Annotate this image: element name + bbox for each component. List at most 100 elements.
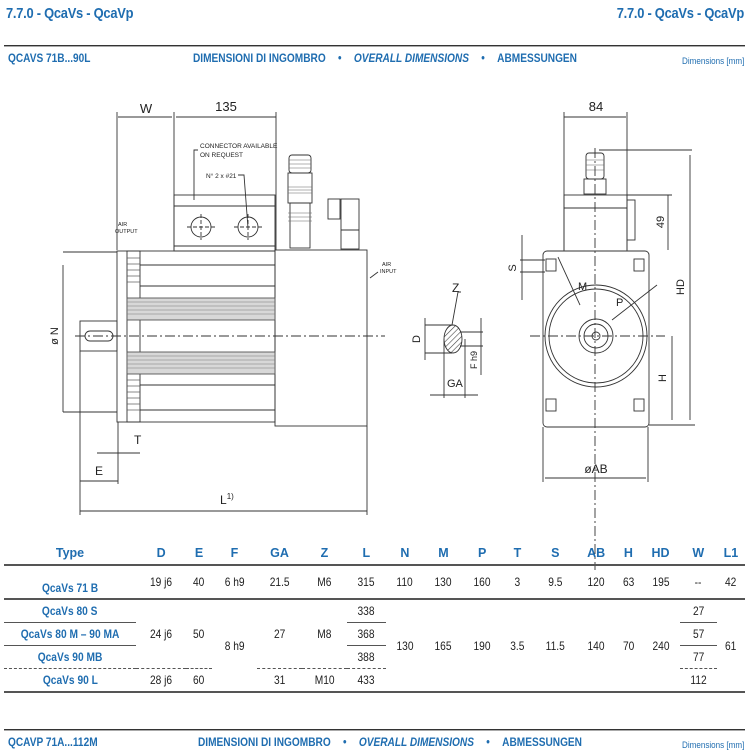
col-n: N <box>400 546 410 560</box>
col-t: T <box>513 546 522 560</box>
col-l: L <box>362 546 371 560</box>
front-view: 84 49 M P S HD H <box>507 99 695 570</box>
type-cell: QcaVs 71 B <box>41 581 99 595</box>
col-m: M <box>438 546 449 560</box>
cell-ga: 21.5 <box>269 575 290 589</box>
separator: • <box>338 53 342 65</box>
units-label: Dimensions [mm] <box>681 56 744 67</box>
dim-e-label: E <box>95 464 103 478</box>
cell-w: 77 <box>692 650 704 664</box>
cell-f: 8 h9 <box>224 638 245 653</box>
cell-h: 63 <box>622 575 635 589</box>
dim-w-label: W <box>140 101 153 116</box>
cell-t: 3 <box>514 575 521 589</box>
heading-de: ABMESSUNGEN <box>502 737 582 749</box>
page-title-left: 7.7.0 - QcaVs - QcaVp <box>6 5 134 22</box>
col-l1: L1 <box>723 546 739 560</box>
cell-p: 160 <box>473 575 491 589</box>
cell-ab: 120 <box>587 575 605 589</box>
type-cell: QcaVs 90 L <box>42 673 98 687</box>
units-label-2: Dimensions [mm] <box>681 740 744 751</box>
table-row: QcaVs 80 S 24 j6 50 8 h9 27 M8 338 130 1… <box>4 599 745 669</box>
cell-ab: 140 <box>587 638 605 653</box>
dim-ga-label: GA <box>447 378 464 390</box>
type-cell: QcaVs 80 M – 90 MA <box>20 627 120 641</box>
dim-z-label: Z <box>452 281 459 295</box>
col-d: D <box>156 546 166 560</box>
cell-h: 70 <box>622 638 635 653</box>
air-output-label: AIR <box>118 222 127 228</box>
cell-l: 433 <box>357 673 375 687</box>
heading-it: DIMENSIONI DI INGOMBRO <box>198 737 331 749</box>
separator: • <box>486 737 490 749</box>
table-row: QcaVs 80 M – 90 MA 368 57 <box>4 622 745 646</box>
heading-en: OVERALL DIMENSIONS <box>358 737 474 749</box>
cell-n: 110 <box>396 575 414 589</box>
type-cell: QcaVs 80 S <box>42 604 98 618</box>
col-p: P <box>477 546 487 560</box>
cell-e: 50 <box>193 627 205 641</box>
cell-m: 165 <box>434 638 453 653</box>
cell-z: M6 <box>317 575 332 589</box>
type-cell: QcaVs 90 MB <box>37 650 103 664</box>
cell-p: 190 <box>473 638 491 653</box>
connector-note-2: ON REQUEST <box>200 152 243 159</box>
dim-hd-label: HD <box>675 279 687 295</box>
cell-f: 6 h9 <box>224 575 245 589</box>
table-row: QcaVs 71 B 19 j6 40 6 h9 21.5 M6 315 110… <box>4 565 745 599</box>
cell-d: 24 j6 <box>150 627 173 641</box>
cell-s: 11.5 <box>545 638 565 653</box>
cell-w: 57 <box>692 627 704 641</box>
cell-d: 28 j6 <box>150 673 173 687</box>
cell-m: 130 <box>434 575 453 589</box>
cell-z: M10 <box>314 673 335 687</box>
section-heading-2: DIMENSIONI DI INGOMBRO • OVERALL DIMENSION… <box>198 737 582 749</box>
cell-l: 315 <box>357 575 375 589</box>
dim-l-footnote: 1) <box>227 492 234 501</box>
page-title-right: 7.7.0 - QcaVs - QcaVp <box>616 5 744 22</box>
cell-w: -- <box>694 575 702 589</box>
side-view: W 135 CONNECTOR AVAILABLE ON REQUEST N° … <box>49 99 397 515</box>
cell-e: 60 <box>193 673 205 687</box>
dim-ab-label: øAB <box>584 462 607 476</box>
dim-p-label: P <box>616 297 623 309</box>
cell-l: 338 <box>357 604 375 618</box>
cell-ga: 27 <box>273 627 286 641</box>
cell-e: 40 <box>193 575 205 589</box>
dim-135-label: 135 <box>215 99 237 114</box>
air-input-label: AIR <box>382 262 391 268</box>
dim-l-label: L1) <box>220 492 234 507</box>
section-heading: DIMENSIONI DI INGOMBRO•OVERALL DIMENSION… <box>193 53 577 65</box>
col-type: Type <box>55 546 85 560</box>
cell-hd: 195 <box>652 575 670 589</box>
cell-l: 368 <box>357 627 375 641</box>
dim-h-label: H <box>657 374 669 382</box>
separator: • <box>343 737 347 749</box>
col-ga: GA <box>270 546 289 560</box>
air-output-label-2: OUTPUT <box>115 229 138 235</box>
col-hd: HD <box>651 546 670 560</box>
cell-z: M8 <box>317 627 332 641</box>
col-w: W <box>692 546 705 560</box>
cell-hd: 240 <box>652 638 670 653</box>
col-z: Z <box>320 546 329 560</box>
table-row: QcaVs 90 L 28 j6 60 31 M10 433 112 <box>4 669 745 692</box>
dimensions-table: Type D E F GA Z L N M P T S AB H HD W L1… <box>4 542 745 693</box>
separator: • <box>481 53 485 65</box>
heading-de: ABMESSUNGEN <box>497 53 577 65</box>
dim-l-letter: L <box>220 493 227 507</box>
dim-d-label: D <box>411 335 423 343</box>
heading-it: DIMENSIONI DI INGOMBRO <box>193 53 326 65</box>
cell-n: 130 <box>396 638 414 653</box>
section-series: QCAVS 71B...90L <box>8 53 91 65</box>
dim-49-label: 49 <box>655 216 667 228</box>
dim-84-label: 84 <box>589 99 603 114</box>
holes-note: N° 2 x #21 <box>206 172 237 180</box>
dim-n-label: ø N <box>49 327 61 345</box>
col-s: S <box>551 546 560 560</box>
connector-note: CONNECTOR AVAILABLE <box>200 143 278 150</box>
table-row: QcaVs 90 MB 388 77 <box>4 645 745 669</box>
section-series-2: QCAVP 71A...112M <box>8 737 98 749</box>
col-e: E <box>194 546 204 560</box>
